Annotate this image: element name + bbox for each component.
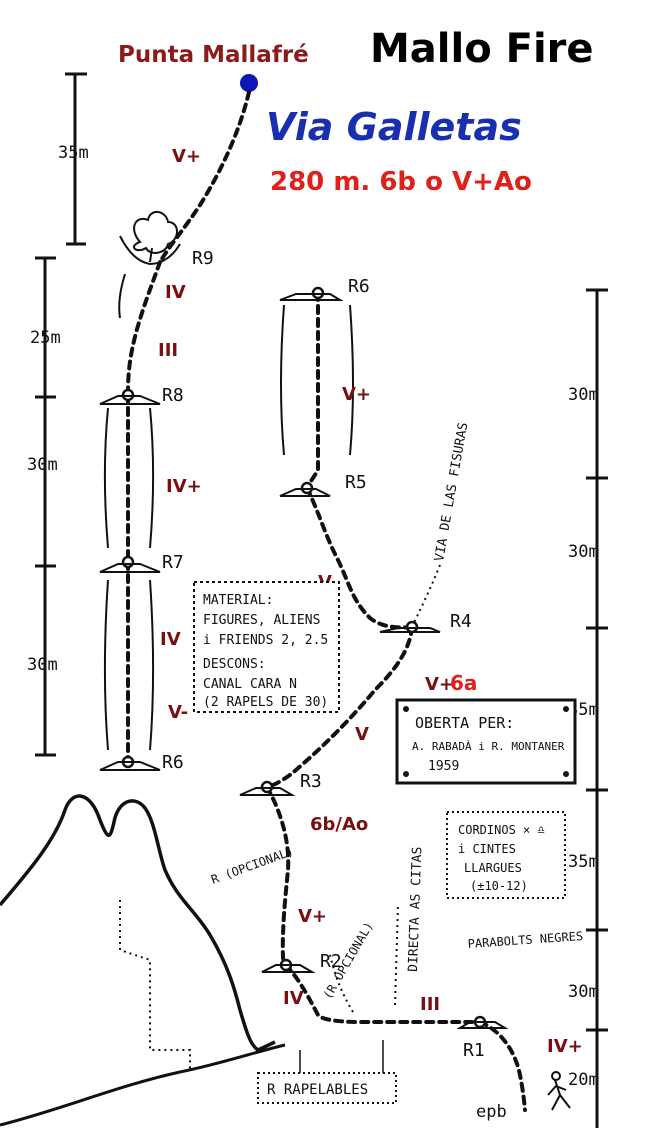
belay-label-r6-left: R6 bbox=[162, 752, 184, 773]
grade-r6l-low: V- bbox=[168, 702, 188, 723]
cordinos-line-2: i CINTES bbox=[458, 842, 516, 856]
scale-right-6: 20m bbox=[568, 1070, 599, 1090]
belay-label-r4: R4 bbox=[450, 611, 472, 632]
belay-label-r3: R3 bbox=[300, 771, 322, 792]
grade-start: IV bbox=[283, 988, 304, 1009]
grade-r4: V+ bbox=[425, 674, 454, 695]
grade-r2-low: V+ bbox=[298, 906, 327, 927]
label-via-fisuras: VIA DE LAS FISURAS bbox=[432, 421, 471, 562]
belay-label-r8: R8 bbox=[162, 385, 184, 406]
mountain-silhouette bbox=[0, 794, 276, 1052]
scale-right-5: 30m bbox=[568, 982, 599, 1002]
oberta-line-2: A. RABADÀ i R. MONTANER bbox=[412, 740, 565, 753]
tree-icon bbox=[119, 211, 181, 266]
material-line-4: DESCONS: bbox=[203, 657, 266, 672]
scale-left-4: 30m bbox=[27, 655, 58, 675]
scale-left-3: 30m bbox=[27, 455, 58, 475]
label-parabolts: PARABOLTS NEGRES bbox=[467, 929, 583, 951]
label-directa: DIRECTA AS CITAS bbox=[406, 846, 425, 972]
grade-r6l: IV bbox=[160, 629, 181, 650]
material-box: MATERIAL: FIGURES, ALIENS i FRIENDS 2, 2… bbox=[193, 581, 340, 713]
ground-line bbox=[0, 1043, 286, 1127]
material-line-3: i FRIENDS 2, 2.5 bbox=[203, 633, 328, 648]
material-line-5: CANAL CARA N bbox=[203, 677, 297, 692]
cordinos-box: CORDINOS × ♎ i CINTES LLARGUES (±10-12) bbox=[446, 811, 566, 899]
grade-r3: V bbox=[355, 724, 369, 745]
scale-right-2: 30m bbox=[568, 542, 599, 562]
material-line-2: FIGURES, ALIENS bbox=[203, 613, 320, 628]
grade-r9: V+ bbox=[172, 146, 201, 167]
label-start: epb bbox=[476, 1102, 507, 1122]
belay-label-r6-right: R6 bbox=[348, 276, 370, 297]
belay-label-r5: R5 bbox=[345, 472, 367, 493]
label-r-opcional-1: R (OPCIONAL) bbox=[209, 844, 295, 887]
grade-r1: III bbox=[420, 994, 440, 1015]
cordinos-line-4: (±10-12) bbox=[470, 879, 528, 893]
title: Mallo Fire bbox=[370, 26, 594, 72]
right-scale bbox=[586, 288, 608, 1128]
cordinos-line-3: LLARGUES bbox=[464, 861, 522, 875]
scale-left-2: 25m bbox=[30, 328, 61, 348]
route-summary: 280 m. 6b o V+Ao bbox=[270, 167, 532, 197]
grade-r8: IV bbox=[165, 282, 186, 303]
grade-r2: 6b/Ao bbox=[310, 814, 368, 835]
belay-label-r7: R7 bbox=[162, 552, 184, 573]
belay-label-r1: R1 bbox=[463, 1040, 485, 1061]
rapel-box: R RAPELABLES bbox=[257, 1040, 397, 1104]
route-name: Via Galletas bbox=[266, 105, 522, 149]
variant-lines bbox=[329, 564, 441, 1013]
scale-right-1: 30m bbox=[568, 385, 599, 405]
grade-r7: IV+ bbox=[166, 476, 202, 497]
belay-label-r9: R9 bbox=[192, 248, 214, 269]
ridge-path bbox=[119, 900, 191, 1070]
cordinos-line-1: CORDINOS × ♎ bbox=[458, 823, 545, 837]
ledge-marks bbox=[99, 293, 509, 1029]
grade-iii-top: III bbox=[158, 340, 178, 361]
pitch-brackets bbox=[104, 273, 354, 751]
rapel-label: R RAPELABLES bbox=[267, 1082, 368, 1098]
material-line-1: MATERIAL: bbox=[203, 593, 273, 608]
peak-name: Punta Mallafré bbox=[118, 42, 309, 68]
summit-marker bbox=[240, 74, 258, 92]
grade-r6-r5: V+ bbox=[342, 384, 371, 405]
scale-right-4: 35m bbox=[568, 852, 599, 872]
scale-left-1: 35m bbox=[58, 143, 89, 163]
oberta-line-1: OBERTA PER: bbox=[415, 714, 514, 732]
belay-label-r2: R2 bbox=[320, 951, 342, 972]
climber-icon bbox=[547, 1071, 571, 1111]
oberta-box: OBERTA PER: A. RABADÀ i R. MONTANER 1959 bbox=[395, 698, 577, 785]
grade-approach: IV+ bbox=[547, 1036, 583, 1057]
grade-r4-hard: 6a bbox=[450, 671, 477, 695]
belay-r7 bbox=[121, 555, 135, 569]
left-scale bbox=[35, 72, 87, 757]
material-line-6: (2 RAPELS DE 30) bbox=[203, 695, 328, 710]
oberta-line-3: 1959 bbox=[428, 759, 459, 774]
